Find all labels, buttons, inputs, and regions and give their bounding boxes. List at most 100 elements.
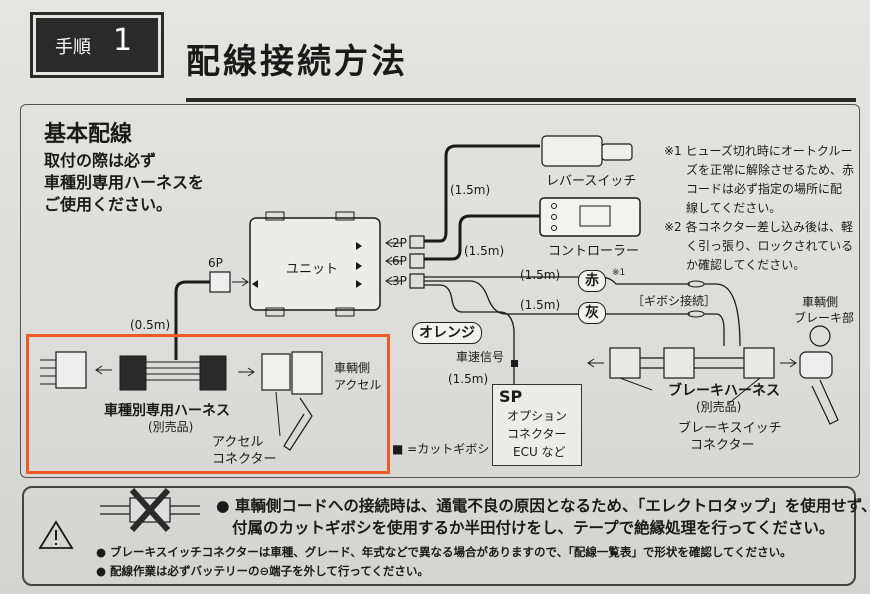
sp-box: SP オプション コネクター ECU など <box>492 384 582 466</box>
connector-6p-harness <box>209 271 231 293</box>
unit-tab <box>265 211 285 221</box>
unit-label: ユニット <box>286 262 339 277</box>
prohibit-x-icon <box>129 487 171 533</box>
lead-line: 車種別専用ハーネスを <box>44 173 205 192</box>
len-lever: (1.5m) <box>450 183 491 197</box>
accel-connector-label: アクセル コネクター <box>212 434 276 468</box>
sp-line: ECU など <box>513 445 566 459</box>
step-badge: 手順 1 <box>30 12 164 78</box>
harness-connector <box>199 355 227 391</box>
gray-wire-tag: 灰 <box>578 302 606 324</box>
step-number: 1 <box>113 23 133 58</box>
step-label: 手順 <box>55 37 91 58</box>
section-title: 基本配線 <box>44 122 133 147</box>
lever-switch-tip <box>601 143 633 161</box>
label-line: コネクター <box>212 452 277 467</box>
warning-sub-line: ● 配線作業は必ずバッテリーの⊖端子を外して行ってください。 <box>96 564 429 578</box>
arrow-6p-harness <box>232 277 249 287</box>
vehicle-brake-label: 車輌側 ブレーキ部 <box>794 294 854 326</box>
diagram-frame <box>20 104 860 478</box>
cut-gibosi <box>511 360 518 367</box>
page-title: 配線接続方法 <box>186 42 408 82</box>
note-line: ズを正常に解除させるため、赤 <box>686 163 855 177</box>
red-wire-tag: 赤 <box>578 270 606 292</box>
note-line: か確認してください。 <box>686 258 806 272</box>
brake-pedal <box>811 379 839 425</box>
len-harness: (0.5m) <box>130 318 171 332</box>
harness-wires <box>146 361 200 381</box>
note-line: く引っ張り、ロックされている <box>686 239 854 253</box>
harness-stub <box>40 359 56 385</box>
pin-6p-unit: 6P <box>392 254 407 268</box>
label-line: 車輌側 <box>334 361 371 375</box>
brake-harness-wires <box>640 357 744 369</box>
leader-line <box>275 391 281 437</box>
brake-harness-connector <box>609 347 641 379</box>
brake-arrow <box>587 358 604 368</box>
sp-line: オプション <box>507 409 568 423</box>
wire-splice-icon <box>100 505 200 515</box>
brake-arrow <box>780 358 797 368</box>
accel-pedal <box>283 397 313 451</box>
wire-lever <box>424 144 540 243</box>
connector-6p <box>409 253 425 269</box>
unit-tab <box>335 211 355 221</box>
orange-wire-tag: オレンジ <box>412 322 482 344</box>
pin-6p: 6P <box>208 256 223 270</box>
note-line: ※2 各コネクター差し込み後は、軽 <box>664 220 854 234</box>
warning-main-line: 付属のカットギボシを使用するか半田付けをし、テープで絶縁処理を行ってください。 <box>232 519 835 537</box>
label-line: コネクター <box>690 438 755 453</box>
vehicle-harness-sold: (別売品) <box>148 420 194 434</box>
pin-3p: 3P <box>392 274 407 288</box>
controller-button <box>551 225 557 231</box>
vehicle-accel-body <box>291 351 323 395</box>
brake-switch-connector-label: ブレーキスイッチ コネクター <box>678 420 782 454</box>
lead-text: 取付の際は必ず 車種別専用ハーネスを ご使用ください。 <box>44 150 204 216</box>
brake-harness-label: ブレーキハーネス <box>668 383 780 399</box>
wire-controller <box>424 214 540 261</box>
controller-box <box>539 197 641 237</box>
vehicle-accel-label: 車輌側 アクセル <box>334 360 381 394</box>
label-line: 車輌側 <box>802 295 839 309</box>
highlight-frame <box>26 334 390 474</box>
controller-label: コントローラー <box>548 244 640 259</box>
sp-description: オプション コネクター ECU など <box>507 407 567 461</box>
accel-connector <box>261 353 291 391</box>
speed-signal-label: 車速信号 <box>456 350 505 364</box>
wire-harness-main <box>174 280 210 360</box>
len-gray: (1.5m) <box>520 298 561 312</box>
gibosi-label: ［ギボシ接続］ <box>632 294 717 308</box>
vehicle-brake-sensor <box>799 351 833 379</box>
arrow-3p <box>385 276 404 286</box>
brake-harness-connector <box>663 347 695 379</box>
wire-gray-out <box>704 313 725 346</box>
brake-harness-sold: (別売品) <box>696 400 742 414</box>
label-line: アクセル <box>212 435 264 450</box>
unit-tab <box>335 307 355 317</box>
controller-button <box>551 203 557 209</box>
harness-connector <box>119 355 147 391</box>
wire-orange <box>424 284 515 366</box>
len-orange: (1.5m) <box>448 372 489 386</box>
note-line: コードは必ず指定の場所に配 <box>686 182 843 196</box>
vehicle-brake-part <box>809 325 831 347</box>
controller-screen <box>579 205 611 227</box>
label-line: ブレーキスイッチ <box>678 421 782 436</box>
pin-2p: 2P <box>392 236 407 250</box>
wire-gray <box>424 280 690 315</box>
warning-main-line: ● 車輌側コードへの接続時は、通電不良の原因となるため、「エレクトロタップ」を使… <box>216 497 870 515</box>
vehicle-harness-label: 車種別専用ハーネス <box>104 403 230 419</box>
arrow-6p <box>385 256 404 266</box>
len-red: (1.5m) <box>520 268 561 282</box>
note-1: ※1 ヒューズ切れ時にオートクルー ズを正常に解除させるため、赤 コードは必ず指… <box>664 142 854 218</box>
note-line: ※1 ヒューズ切れ時にオートクルー <box>664 144 853 158</box>
controller-button <box>551 214 557 220</box>
unit-tab <box>265 307 285 317</box>
leader-line <box>619 377 761 405</box>
harness-arrow <box>95 365 112 375</box>
note-2: ※2 各コネクター差し込み後は、軽 く引っ張り、ロックされている か確認してくだ… <box>664 218 853 275</box>
title-rule <box>186 98 856 102</box>
